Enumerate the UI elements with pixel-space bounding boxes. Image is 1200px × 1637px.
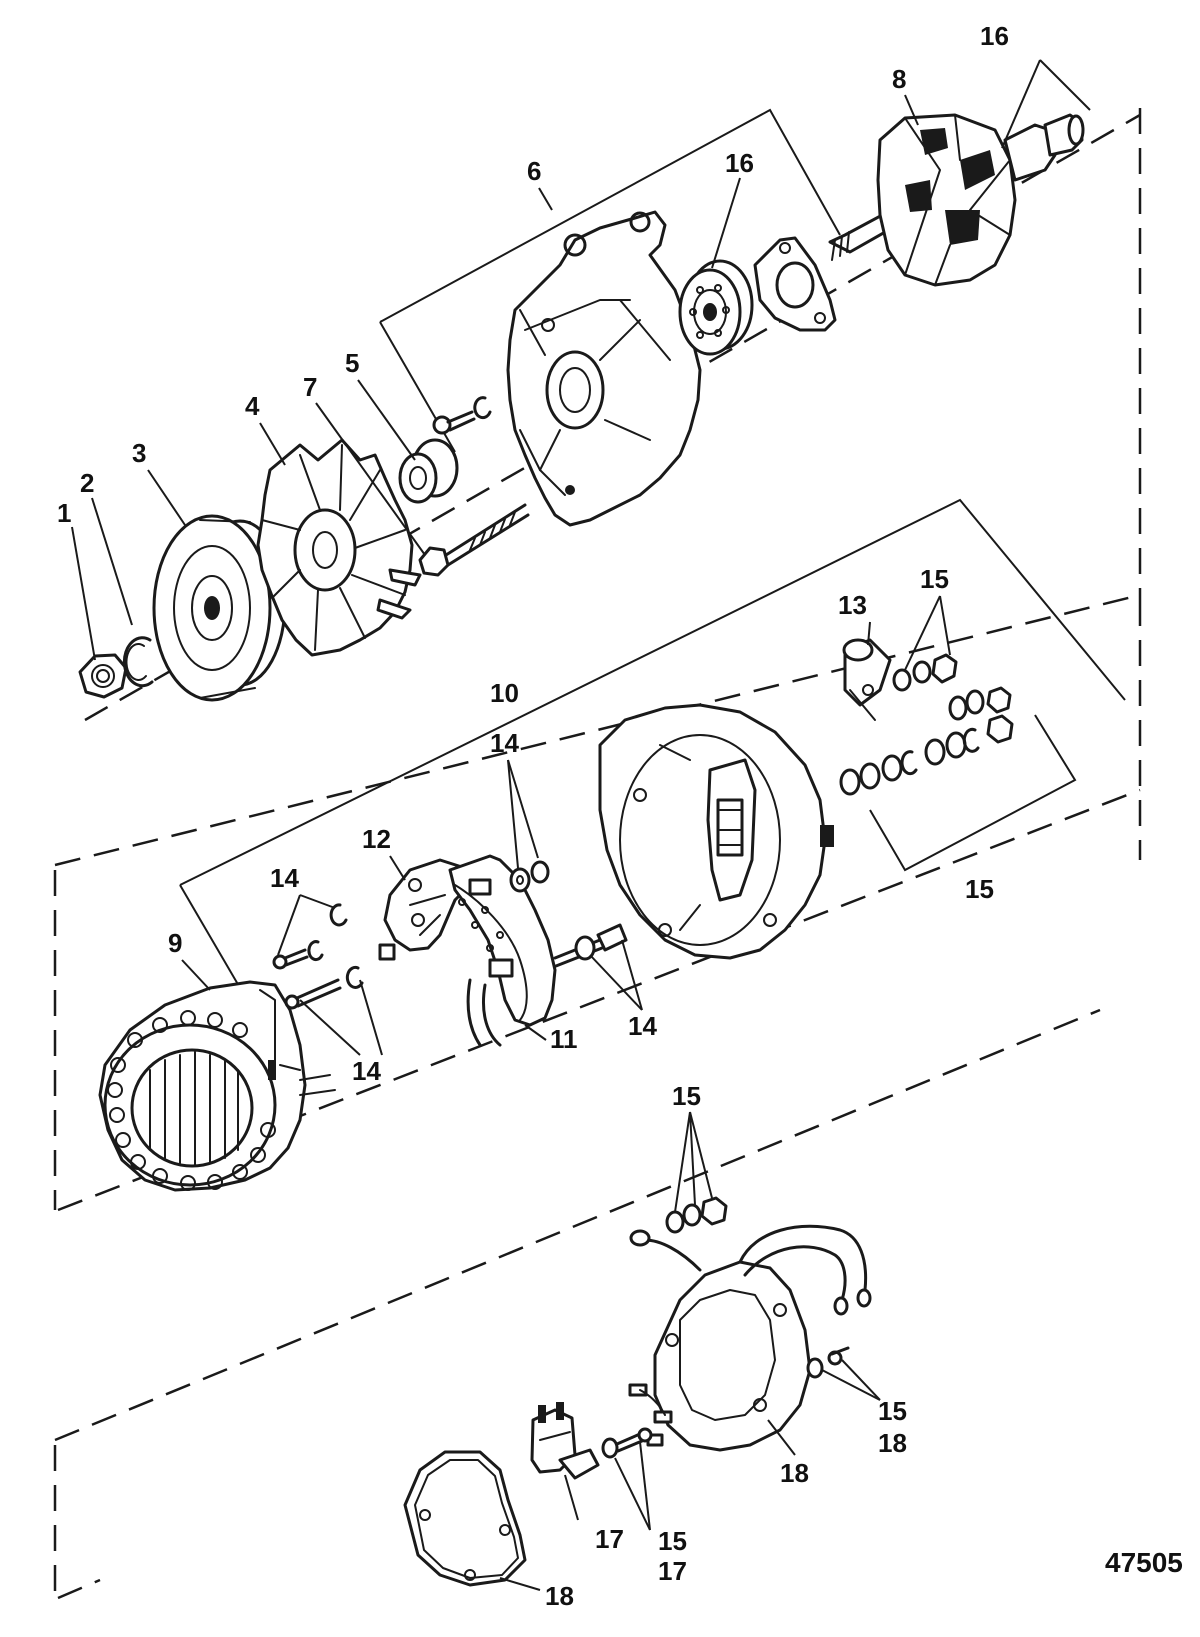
callout-10: 10 <box>490 678 519 708</box>
callout-13: 13 <box>838 590 867 620</box>
rear-cover <box>629 1224 872 1452</box>
diode-trio-screws <box>272 903 364 1010</box>
capacitor <box>842 638 892 721</box>
leader-lines <box>71 59 1091 1591</box>
terminal-hardware-lower <box>665 1196 728 1234</box>
callout-15d: 15 <box>878 1396 907 1426</box>
callout-17b: 17 <box>658 1556 687 1586</box>
callout-12: 12 <box>362 824 391 854</box>
terminal-hardware-row <box>839 686 1014 796</box>
callout-14c: 14 <box>352 1056 381 1086</box>
callout-15c: 15 <box>672 1081 701 1111</box>
bearing-retainer-plate <box>753 236 837 332</box>
diode-trio <box>378 858 472 961</box>
callout-2: 2 <box>80 468 94 498</box>
callout-3: 3 <box>132 438 146 468</box>
stator <box>98 980 336 1192</box>
callout-6: 6 <box>527 156 541 186</box>
slip-ring-end-frame <box>598 703 834 960</box>
callout-7: 7 <box>303 372 317 402</box>
group-bracket-lines <box>179 108 1126 1066</box>
rotor <box>828 113 1085 287</box>
rectifier-bridge <box>448 854 557 1047</box>
callout-5: 5 <box>345 348 359 378</box>
callout-14a: 14 <box>490 728 519 758</box>
figure-id: 47505 <box>1105 1547 1183 1578</box>
cover-gasket <box>403 1450 527 1587</box>
collar-spacer <box>398 438 459 504</box>
callout-18b: 18 <box>878 1428 907 1458</box>
terminal-hardware-upper <box>892 653 958 692</box>
callout-16b: 16 <box>725 148 754 178</box>
callout-18a: 18 <box>780 1458 809 1488</box>
callout-15e: 15 <box>658 1526 687 1556</box>
lock-washer <box>122 636 154 688</box>
callout-8: 8 <box>892 64 906 94</box>
callout-labels: 1 2 3 4 5 6 7 8 9 10 11 12 13 14 14 14 1… <box>57 21 1009 1611</box>
drive-frame-screw <box>432 396 492 435</box>
callout-4: 4 <box>245 391 260 421</box>
through-bolt <box>418 503 530 577</box>
brush-holder-screw <box>601 1427 653 1459</box>
cooling-fan <box>256 438 422 657</box>
callout-17a: 17 <box>595 1524 624 1554</box>
callout-15a: 15 <box>920 564 949 594</box>
cover-screw <box>806 1346 850 1379</box>
drive-end-frame <box>506 210 702 527</box>
callout-16a: 16 <box>980 21 1009 51</box>
callout-11: 11 <box>550 1024 578 1054</box>
hex-nut <box>78 653 128 699</box>
callout-14b: 14 <box>270 863 299 893</box>
rectifier-spacers <box>509 860 628 968</box>
callout-18c: 18 <box>545 1581 574 1611</box>
callout-14d: 14 <box>628 1011 657 1041</box>
drive-end-bearing <box>678 259 754 356</box>
callout-9: 9 <box>168 928 182 958</box>
callout-1: 1 <box>57 498 71 528</box>
brush-holder <box>530 1402 600 1480</box>
callout-15b: 15 <box>965 874 994 904</box>
